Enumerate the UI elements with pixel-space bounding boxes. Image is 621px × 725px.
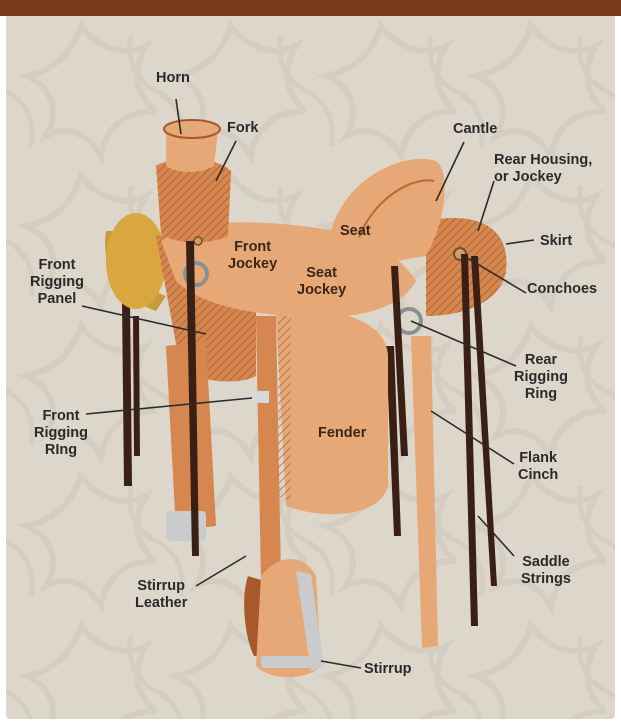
label-front-jockey: Front Jockey bbox=[228, 239, 277, 273]
label-front-rigging-panel: Front Rigging Panel bbox=[30, 257, 84, 308]
label-rear-rigging-ring: Rear Rigging Ring bbox=[514, 352, 568, 403]
label-front-rigging-ring: Front Rigging RIng bbox=[34, 408, 88, 459]
label-rear-housing: Rear Housing, or Jockey bbox=[494, 152, 592, 186]
label-seat-jockey: Seat Jockey bbox=[297, 265, 346, 299]
fender bbox=[276, 310, 388, 514]
top-bar bbox=[0, 0, 621, 16]
label-horn: Horn bbox=[156, 70, 190, 87]
label-cantle: Cantle bbox=[453, 121, 497, 138]
label-conchoes: Conchoes bbox=[527, 281, 597, 298]
label-fender: Fender bbox=[318, 425, 366, 442]
label-saddle-strings: Saddle Strings bbox=[521, 554, 571, 588]
horn-cap bbox=[164, 120, 220, 138]
label-fork: Fork bbox=[227, 120, 258, 137]
label-seat: Seat bbox=[340, 223, 371, 240]
label-flank-cinch: Flank Cinch bbox=[518, 450, 558, 484]
label-skirt: Skirt bbox=[540, 233, 572, 250]
label-stirrup-leather: Stirrup Leather bbox=[135, 578, 187, 612]
front-rigging-ring-shape bbox=[249, 391, 269, 403]
fleece-lining bbox=[106, 213, 166, 309]
label-stirrup: Stirrup bbox=[364, 661, 412, 678]
